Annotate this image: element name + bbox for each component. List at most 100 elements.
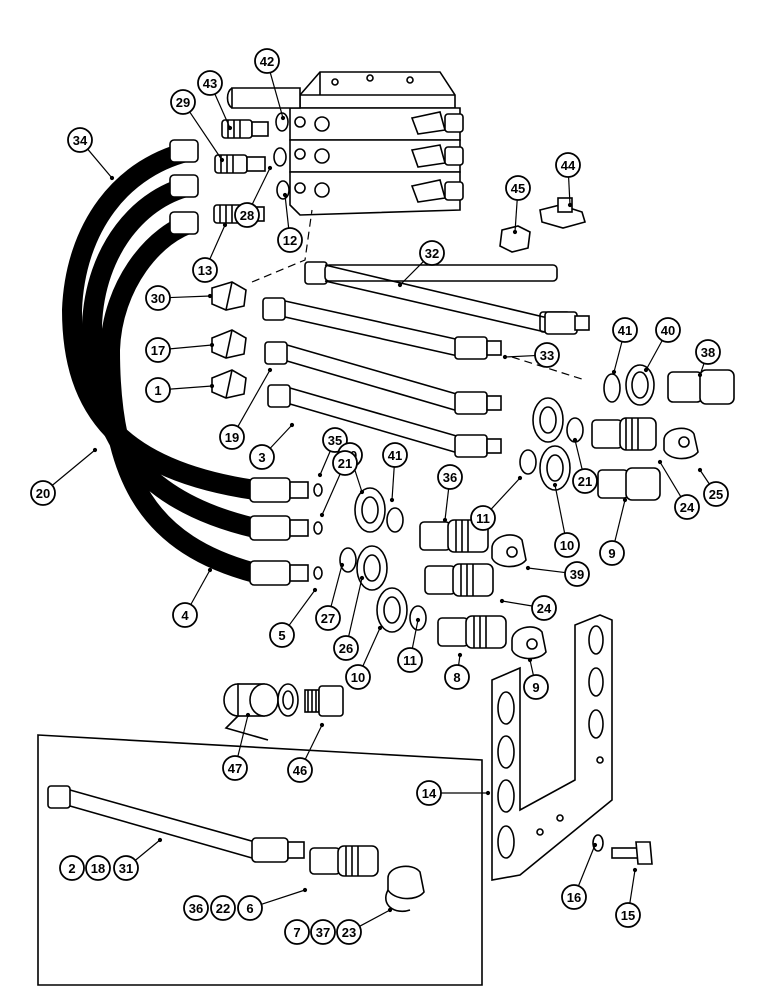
callout-c41a: 41 xyxy=(612,317,638,343)
leader-tip-c40a xyxy=(643,367,649,373)
callout-circle xyxy=(183,895,209,921)
leader-tip-c14 xyxy=(485,790,491,796)
callout-circle xyxy=(170,89,196,115)
leader-tip-c21b xyxy=(572,437,578,443)
leader-tip-c5 xyxy=(312,587,318,593)
callout-c26: 26 xyxy=(333,635,359,661)
leader-tip-c31 xyxy=(157,837,163,843)
callout-c1: 1 xyxy=(145,377,171,403)
callout-c42: 42 xyxy=(254,48,280,74)
callout-c12: 12 xyxy=(277,227,303,253)
leader-tip-c43 xyxy=(227,125,233,131)
leader-tip-c39 xyxy=(525,565,531,571)
callout-labels: 4243293444452812133230414038173311935340… xyxy=(30,48,729,945)
leader-line-c15 xyxy=(629,869,636,904)
callout-circle xyxy=(145,285,171,311)
callout-c28: 28 xyxy=(234,202,260,228)
callout-number: 14 xyxy=(422,786,437,801)
callout-number: 28 xyxy=(240,208,254,223)
callout-c3: 3 xyxy=(249,444,275,470)
callout-circle xyxy=(254,48,280,74)
callout-c24a: 24 xyxy=(674,494,700,520)
callout-number: 31 xyxy=(119,861,133,876)
callout-circle xyxy=(695,339,721,365)
leader-line-c20 xyxy=(51,449,96,486)
callout-number: 11 xyxy=(476,511,490,526)
leader-tip-c11a xyxy=(517,475,523,481)
callout-c10a: 10 xyxy=(554,532,580,558)
callout-circle xyxy=(287,757,313,783)
leader-tip-c19 xyxy=(267,367,273,373)
leader-tip-c3 xyxy=(289,422,295,428)
callout-circle xyxy=(382,442,408,468)
callout-circle xyxy=(219,424,245,450)
leader-line-c21b xyxy=(574,439,583,470)
leader-line-c35 xyxy=(319,450,331,476)
callout-number: 47 xyxy=(228,761,242,776)
callout-c47: 47 xyxy=(222,755,248,781)
callout-c11a: 11 xyxy=(470,505,496,531)
callout-c27: 27 xyxy=(315,605,341,631)
callout-c9b: 9 xyxy=(523,674,549,700)
leader-tip-c1 xyxy=(209,383,215,389)
callout-c37: 37 xyxy=(310,919,336,945)
callout-c23: 23 xyxy=(336,919,362,945)
callout-c38: 38 xyxy=(695,339,721,365)
callout-circle xyxy=(444,664,470,690)
callout-c21b: 21 xyxy=(572,468,598,494)
callout-number: 32 xyxy=(425,246,439,261)
leader-tip-c41b xyxy=(389,497,395,503)
leader-line-c33 xyxy=(504,354,536,358)
leader-tip-c30 xyxy=(207,293,213,299)
callout-circle xyxy=(237,895,263,921)
leader-line-c28 xyxy=(251,167,271,205)
callout-c9a: 9 xyxy=(599,540,625,566)
leader-tip-c4 xyxy=(207,567,213,573)
callout-c22: 22 xyxy=(210,895,236,921)
leader-tip-c16 xyxy=(592,842,598,848)
leader-tip-c34 xyxy=(109,175,115,181)
callout-number: 36 xyxy=(443,470,457,485)
callout-c32: 32 xyxy=(419,240,445,266)
right-coupler-cluster xyxy=(519,364,735,501)
callout-c36b: 36 xyxy=(183,895,209,921)
callout-c39: 39 xyxy=(564,561,590,587)
callout-circle xyxy=(210,895,236,921)
callout-number: 10 xyxy=(560,538,574,553)
callout-c36: 36 xyxy=(437,464,463,490)
curved-hoses xyxy=(61,139,323,586)
leader-tip-c23 xyxy=(387,907,393,913)
leader-line-c46 xyxy=(304,724,323,760)
callout-c17: 17 xyxy=(145,337,171,363)
callout-number: 23 xyxy=(342,925,356,940)
callout-circle xyxy=(572,468,598,494)
callout-circle xyxy=(332,450,358,476)
callout-circle xyxy=(531,595,557,621)
leader-line-c45 xyxy=(514,199,518,233)
callout-c46: 46 xyxy=(287,757,313,783)
callout-c30: 30 xyxy=(145,285,171,311)
leader-line-c1 xyxy=(169,385,213,390)
leader-line-c39 xyxy=(527,567,566,574)
callout-number: 26 xyxy=(339,641,353,656)
leader-tip-c42 xyxy=(280,115,286,121)
leader-tip-c17 xyxy=(209,342,215,348)
callout-c31: 31 xyxy=(113,855,139,881)
leader-tip-c44 xyxy=(567,202,573,208)
leader-tip-c26 xyxy=(359,575,365,581)
callout-c5: 5 xyxy=(269,622,295,648)
callout-circle xyxy=(284,919,310,945)
callout-number: 13 xyxy=(198,263,212,278)
callout-c43: 43 xyxy=(197,70,223,96)
leader-line-c12 xyxy=(284,194,290,229)
leader-line-c27 xyxy=(330,564,343,607)
leader-tip-c36 xyxy=(442,517,448,523)
leader-tip-c24a xyxy=(657,459,663,465)
leader-tip-c25 xyxy=(697,467,703,473)
callout-number: 44 xyxy=(561,158,576,173)
leader-line-c21a xyxy=(321,473,341,516)
callout-number: 38 xyxy=(701,345,715,360)
callout-circle xyxy=(269,622,295,648)
leader-line-c9a xyxy=(614,499,626,542)
leader-line-c47 xyxy=(237,714,249,757)
